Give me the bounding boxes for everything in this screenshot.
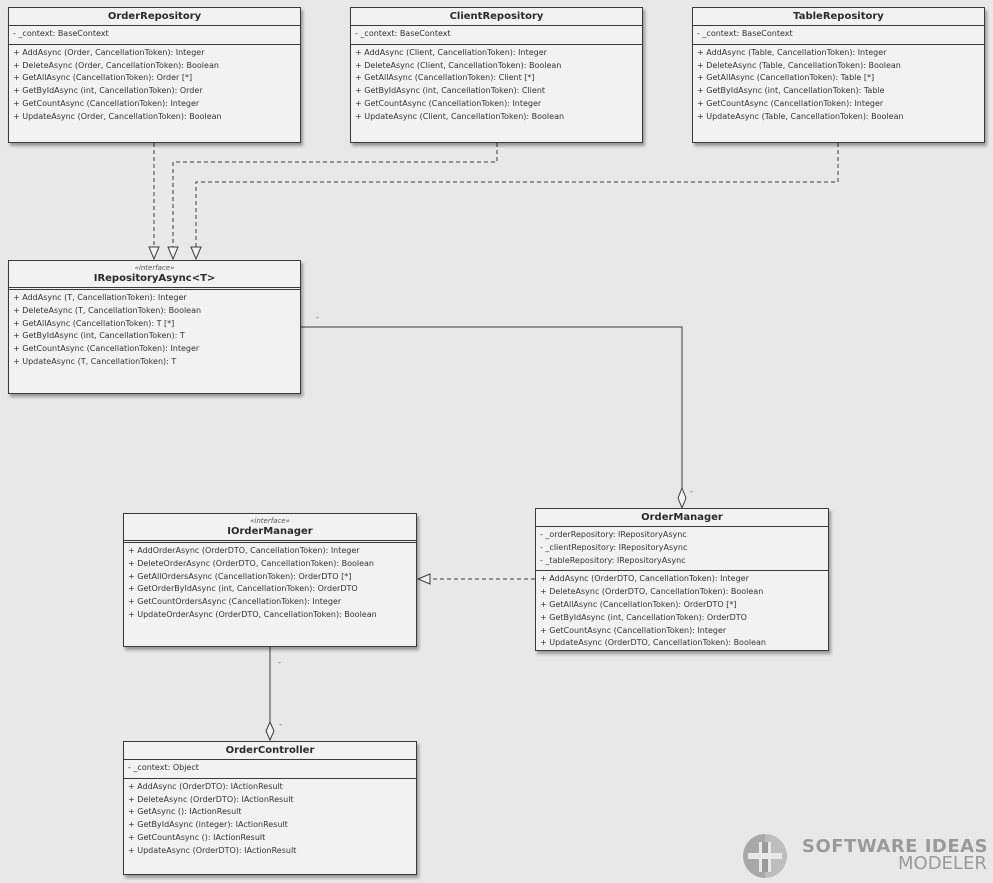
operation: + GetCountOrdersAsync (CancellationToken… xyxy=(128,597,342,607)
operation: + GetOrderByIdAsync (int, CancellationTo… xyxy=(128,584,358,594)
operation: + GetAllAsync (CancellationToken): T [*] xyxy=(13,318,175,328)
operation: + UpdateOrderAsync (OrderDTO, Cancellati… xyxy=(128,609,377,619)
attribute: - _context: BaseContext xyxy=(13,29,109,38)
operation: + DeleteAsync (Order, CancellationToken)… xyxy=(13,60,219,70)
operation: + DeleteAsync (Table, CancellationToken)… xyxy=(697,60,901,70)
operation: + GetCountAsync (CancellationToken): Int… xyxy=(697,98,884,108)
multiplicity-label: - xyxy=(278,658,281,667)
operation: + GetAllOrdersAsync (CancellationToken):… xyxy=(128,571,352,581)
operations-section: + AddAsync (Table, CancellationToken): I… xyxy=(693,43,984,127)
attribute: - _context: BaseContext xyxy=(697,29,793,38)
attributes-section: - _context: Object xyxy=(124,759,416,778)
operation: + DeleteAsync (OrderDTO, CancellationTok… xyxy=(540,587,764,597)
operations-section: + AddAsync (Order, CancellationToken): I… xyxy=(9,43,300,127)
class-name: ClientRepository xyxy=(449,11,544,22)
operation: + AddAsync (OrderDTO): IActionResult xyxy=(128,781,283,791)
software-ideas-modeler-logo: SOFTWARE IDEAS MODELER xyxy=(740,832,993,879)
operation: + UpdateAsync (OrderDTO, CancellationTok… xyxy=(540,638,766,648)
attributes-section: - _context: BaseContext xyxy=(693,25,984,44)
class-name: «interface» IRepositoryAsync<T> xyxy=(9,261,300,287)
attribute: - _orderRepository: IRepositoryAsync xyxy=(540,530,687,539)
multiplicity-label: - xyxy=(316,313,319,322)
operations-section: + AddAsync (OrderDTO, CancellationToken)… xyxy=(536,570,828,653)
class-name: OrderManager xyxy=(641,512,723,523)
multiplicity-label: - xyxy=(279,720,282,729)
interface-name: IRepositoryAsync<T> xyxy=(93,273,216,284)
class-client-repository[interactable]: ClientRepository - _context: BaseContext… xyxy=(350,7,643,143)
operation: + GetAllAsync (CancellationToken): Table… xyxy=(697,73,875,83)
stereotype-label: «interface» xyxy=(250,517,290,525)
operation: + GetByIdAsync (integer): IActionResult xyxy=(128,820,288,830)
class-name: OrderController xyxy=(225,745,315,756)
class-order-repository[interactable]: OrderRepository - _context: BaseContext … xyxy=(8,7,301,143)
operation: + AddAsync (Table, CancellationToken): I… xyxy=(697,47,887,57)
logo-text-primary: SOFTWARE IDEAS xyxy=(802,836,989,857)
class-order-controller[interactable]: OrderController - _context: Object + Add… xyxy=(123,741,417,875)
class-name: OrderRepository xyxy=(107,11,202,22)
interface-name: IOrderManager xyxy=(227,526,313,537)
operation: + GetByIdAsync (int, CancellationToken):… xyxy=(13,331,185,341)
operation: + UpdateAsync (Client, CancellationToken… xyxy=(355,111,565,121)
logo-text-secondary: MODELER xyxy=(898,853,987,874)
realization-arrowhead-2 xyxy=(167,246,179,261)
attribute: - _context: Object xyxy=(128,763,199,772)
class-table-repository[interactable]: TableRepository - _context: BaseContext … xyxy=(692,7,985,143)
realization-arrowhead-4 xyxy=(416,573,431,585)
operation: + GetCountAsync (CancellationToken): Int… xyxy=(540,625,727,635)
attribute: - _tableRepository: IRepositoryAsync xyxy=(540,555,686,565)
logo-icon xyxy=(743,834,787,878)
operation: + GetCountAsync (CancellationToken): Int… xyxy=(13,98,200,108)
interface-iorder-manager[interactable]: «interface» IOrderManager + AddOrderAsyn… xyxy=(123,513,417,647)
operations-section: + AddAsync (T, CancellationToken): Integ… xyxy=(9,287,300,372)
operations-section: + AddAsync (Client, CancellationToken): … xyxy=(351,43,642,127)
operation: + AddAsync (T, CancellationToken): Integ… xyxy=(13,293,187,302)
stereotype-label: «interface» xyxy=(134,264,175,272)
operation: + DeleteAsync (T, CancellationToken): Bo… xyxy=(13,305,202,315)
operations-section: + AddOrderAsync (OrderDTO, CancellationT… xyxy=(124,540,416,625)
multiplicity-label: - xyxy=(690,487,693,496)
operation: + GetAllAsync (CancellationToken): Order… xyxy=(13,73,193,83)
attributes-section: - _orderRepository: IRepositoryAsync - _… xyxy=(536,526,828,570)
operation: + GetCountAsync (CancellationToken): Int… xyxy=(13,344,200,354)
operation: + GetByIdAsync (int, CancellationToken):… xyxy=(13,86,203,96)
operation: + GetByIdAsync (int, CancellationToken):… xyxy=(540,612,747,622)
operation: + GetCountAsync (): IActionResult xyxy=(128,832,266,842)
realization-table-repository xyxy=(195,143,839,247)
aggregation-diamond-order-manager xyxy=(677,486,687,510)
operation: + GetAllAsync (CancellationToken): Order… xyxy=(540,599,737,609)
operation: + DeleteOrderAsync (OrderDTO, Cancellati… xyxy=(128,558,375,568)
class-name: «interface» IOrderManager xyxy=(124,514,416,540)
attribute: - _context: BaseContext xyxy=(355,29,451,38)
operation: + AddAsync (Client, CancellationToken): … xyxy=(355,47,547,57)
operation: + UpdateAsync (T, CancellationToken): T xyxy=(13,356,177,366)
operation: + UpdateAsync (OrderDTO): IActionResult xyxy=(128,845,297,855)
operation: + GetAllAsync (CancellationToken): Clien… xyxy=(355,73,535,83)
operation: + DeleteAsync (Client, CancellationToken… xyxy=(355,60,562,70)
operation: + GetByIdAsync (int, CancellationToken):… xyxy=(355,86,546,96)
realization-client-repository xyxy=(172,143,498,247)
aggregation-repository-manager xyxy=(301,326,683,488)
operation: + GetAsync (): IActionResult xyxy=(128,807,242,817)
attribute: - _clientRepository: IRepositoryAsync xyxy=(540,542,688,552)
operation: + DeleteAsync (OrderDTO): IActionResult xyxy=(128,794,294,804)
operation: + UpdateAsync (Table, CancellationToken)… xyxy=(697,111,904,121)
class-order-manager[interactable]: OrderManager - _orderRepository: IReposi… xyxy=(535,508,829,651)
operation: + UpdateAsync (Order, CancellationToken)… xyxy=(13,111,222,121)
interface-irepository-async[interactable]: «interface» IRepositoryAsync<T> + AddAsy… xyxy=(8,260,301,394)
operation: + AddAsync (Order, CancellationToken): I… xyxy=(13,47,205,57)
class-name: TableRepository xyxy=(793,11,884,22)
aggregation-diamond-order-controller xyxy=(265,720,275,742)
operation: + AddOrderAsync (OrderDTO, CancellationT… xyxy=(128,546,360,555)
operation: + AddAsync (OrderDTO, CancellationToken)… xyxy=(540,574,749,584)
realization-arrowhead-3 xyxy=(190,246,202,261)
attributes-section: - _context: BaseContext xyxy=(351,25,642,44)
realization-arrowhead-1 xyxy=(148,246,160,261)
operations-section: + AddAsync (OrderDTO): IActionResult + D… xyxy=(124,777,416,861)
operation: + GetByIdAsync (int, CancellationToken):… xyxy=(697,86,885,96)
operation: + GetCountAsync (CancellationToken): Int… xyxy=(355,98,542,108)
attributes-section: - _context: BaseContext xyxy=(9,25,300,44)
